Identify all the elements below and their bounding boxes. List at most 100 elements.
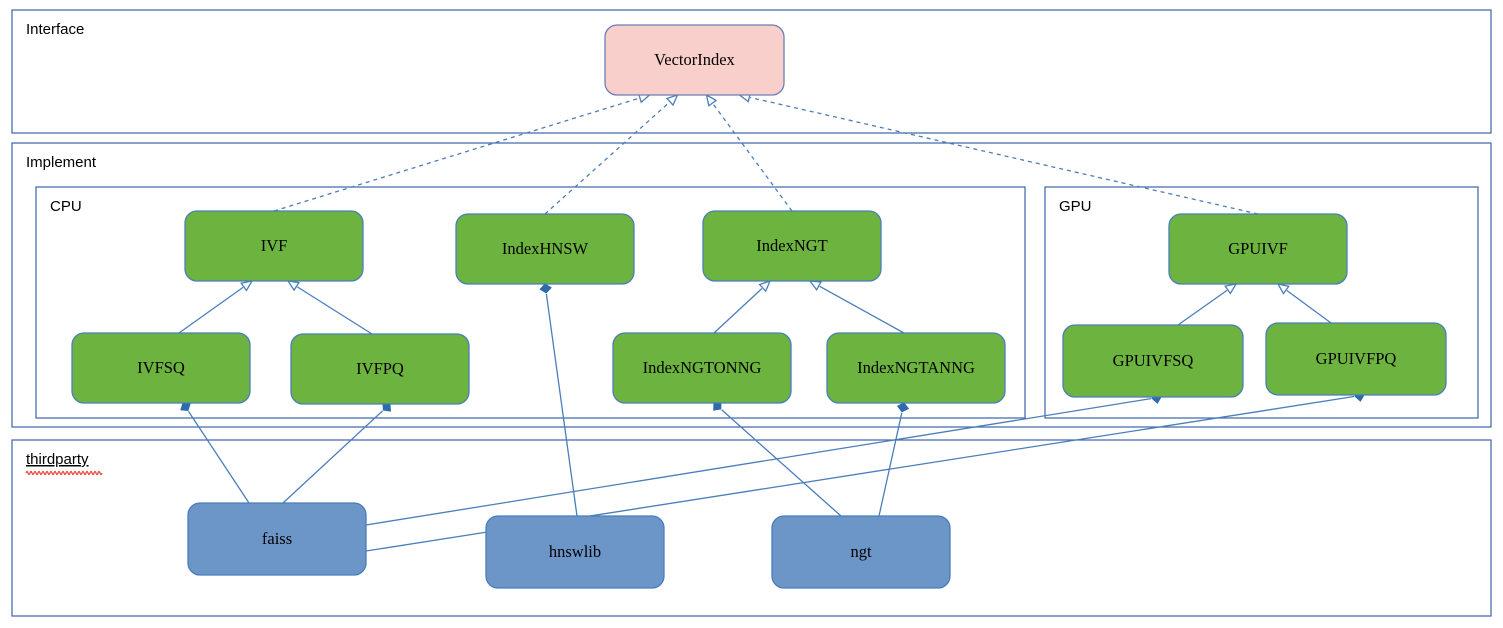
node-box[interactable] (612, 332, 792, 404)
container-box (1044, 186, 1479, 419)
edge-line (273, 97, 640, 212)
edge-gpuivfsq-to-gpuivf (1177, 283, 1238, 326)
class-node-ivf[interactable]: IVF (184, 210, 364, 282)
node-label: IndexNGTONNG (643, 358, 762, 377)
class-node-gpuivfsq[interactable]: GPUIVFSQ (1062, 324, 1244, 398)
class-node-gpuivf[interactable]: GPUIVF (1168, 213, 1348, 285)
class-node-indexngtanng[interactable]: IndexNGTANNG (826, 332, 1006, 404)
node-box[interactable] (71, 332, 251, 404)
node-box[interactable] (184, 210, 364, 282)
edge-line (544, 101, 670, 215)
edge-indexngtanng-to-indexngt (808, 280, 905, 334)
container-label: thirdparty (26, 451, 89, 468)
node-box[interactable] (187, 502, 367, 576)
node-label: IndexNGTANNG (857, 358, 975, 377)
edge-line (713, 288, 763, 334)
edge-line (712, 103, 793, 212)
container-label: Interface (26, 21, 84, 38)
class-node-ngt[interactable]: ngt (771, 515, 951, 589)
edge-indexngt-to-vectorindex (705, 93, 793, 212)
edge-ivfsq-to-ivf (178, 280, 254, 334)
edge-line (1286, 289, 1332, 324)
container-label: GPU (1059, 198, 1092, 215)
edge-indexngtonng-to-indexngt (713, 279, 772, 334)
class-node-indexhnsw[interactable]: IndexHNSW (455, 213, 635, 285)
edge-indexngtonng-to-ngt (713, 401, 842, 517)
edge-line (721, 409, 842, 517)
node-box[interactable] (1062, 324, 1244, 398)
class-node-hnswlib[interactable]: hnswlib (485, 515, 665, 589)
hollow-triangle-arrowhead (665, 93, 679, 107)
spellcheck-squiggle (25, 470, 103, 476)
hollow-triangle-arrowhead (808, 280, 823, 291)
node-label: IndexHNSW (502, 239, 589, 258)
container-cpu: CPU (35, 186, 1026, 419)
edge-gpuivfpq-to-gpuivf (1276, 283, 1332, 324)
edge-indexhnsw-to-vectorindex (544, 93, 679, 215)
node-box[interactable] (485, 515, 665, 589)
node-label: IVFPQ (356, 359, 404, 378)
edge-ivfpq-to-ivf (286, 280, 373, 335)
node-box[interactable] (702, 210, 882, 282)
filled-diamond-arrowhead (180, 402, 191, 412)
edge-line (878, 412, 903, 517)
filled-diamond-arrowhead (896, 402, 910, 413)
edge-line (750, 96, 1259, 215)
node-label: IndexNGT (756, 236, 827, 255)
edge-line (1177, 289, 1228, 326)
node-box[interactable] (1265, 322, 1447, 396)
node-label: ngt (850, 542, 872, 561)
class-node-faiss[interactable]: faiss (187, 502, 367, 576)
edge-line (819, 285, 905, 334)
node-box[interactable] (826, 332, 1006, 404)
edge-ivf-to-vectorindex (273, 92, 652, 212)
filled-diamond-arrowhead (539, 283, 552, 294)
edge-line (365, 397, 1152, 526)
edge-line (178, 286, 244, 334)
class-node-vectorindex[interactable]: VectorIndex (604, 24, 785, 96)
container-box (11, 439, 1492, 617)
edge-gpuivfsq-to-faiss (365, 391, 1162, 526)
container-thirdparty: thirdparty (11, 439, 1492, 617)
hollow-triangle-arrowhead (240, 280, 254, 292)
node-label: faiss (262, 529, 292, 548)
hollow-triangle-arrowhead (1276, 283, 1290, 295)
class-node-ivfsq[interactable]: IVFSQ (71, 332, 251, 404)
node-label: GPUIVFSQ (1113, 351, 1194, 370)
container-box (11, 9, 1492, 134)
edge-layer (178, 92, 1365, 552)
container-box (11, 142, 1492, 428)
container-gpu: GPU (1044, 186, 1479, 419)
container-box (35, 186, 1026, 419)
edge-line (545, 293, 578, 517)
edge-indexhnsw-to-hnswlib (539, 283, 578, 517)
container-interface: Interface (11, 9, 1492, 134)
class-node-indexngt[interactable]: IndexNGT (702, 210, 882, 282)
node-label: IVFSQ (137, 358, 185, 377)
container-label: CPU (50, 198, 82, 215)
hollow-triangle-arrowhead (705, 93, 718, 107)
edge-line (282, 410, 384, 504)
node-box[interactable] (604, 24, 785, 96)
edge-gpuivf-to-vectorindex (737, 92, 1259, 215)
edge-line (187, 410, 250, 504)
class-node-gpuivfpq[interactable]: GPUIVFPQ (1265, 322, 1447, 396)
node-box[interactable] (1168, 213, 1348, 285)
node-label: hnswlib (549, 542, 601, 561)
node-label: IVF (261, 236, 288, 255)
class-node-indexngtonng[interactable]: IndexNGTONNG (612, 332, 792, 404)
hollow-triangle-arrowhead (1224, 283, 1238, 295)
node-label: GPUIVF (1228, 239, 1288, 258)
node-box[interactable] (771, 515, 951, 589)
hollow-triangle-arrowhead (286, 280, 300, 292)
container-implement: Implement (11, 142, 1492, 428)
class-node-ivfpq[interactable]: IVFPQ (290, 333, 470, 405)
hollow-triangle-arrowhead (758, 279, 772, 293)
node-box[interactable] (455, 213, 635, 285)
edge-ivfsq-to-faiss (180, 402, 250, 504)
node-box[interactable] (290, 333, 470, 405)
